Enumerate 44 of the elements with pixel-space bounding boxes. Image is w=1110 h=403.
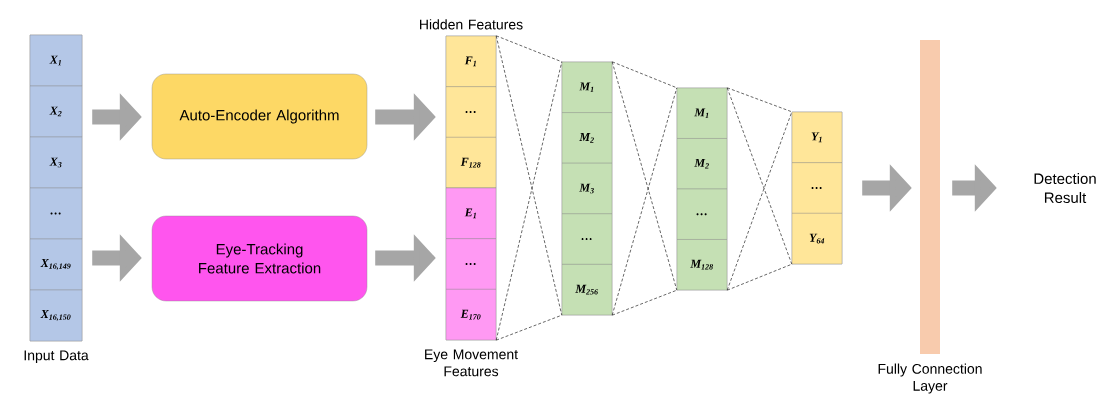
vector-cell: … <box>791 162 843 214</box>
node-label: Eye Movement Features <box>425 349 518 377</box>
dashed-line <box>611 289 678 316</box>
dashed-line <box>726 87 793 113</box>
vector-cell: X$_{16,149}$ <box>29 238 83 291</box>
vector-cell: M$_{256}$ <box>561 264 613 316</box>
vector-cell: E$_{170}$ <box>445 289 497 341</box>
vector-cell: E$_{1}$ <box>445 187 497 239</box>
vector-cell: X$_{16,150}$ <box>29 289 83 342</box>
vector-cell: M$_{1}$ <box>676 87 728 139</box>
dashed-line <box>726 87 793 265</box>
node-label: Hidden Features <box>420 19 523 30</box>
vector-cell: Y$_{64}$ <box>791 213 843 265</box>
vector-cell: X$_{3}$ <box>29 136 83 189</box>
vector-cell: X$_{1}$ <box>29 34 83 87</box>
dashed-line <box>495 61 563 341</box>
vector-cell: X$_{2}$ <box>29 85 83 138</box>
dashed-line <box>611 61 678 89</box>
dashed-line <box>726 111 793 291</box>
vector-cell: F$_{128}$ <box>445 137 497 189</box>
dashed-line <box>611 87 678 316</box>
vector-cell: … <box>445 86 497 138</box>
vector-cell: M$_{2}$ <box>676 138 728 190</box>
output-label: Detection Result <box>1034 173 1096 203</box>
process-box: Eye-Tracking Feature Extraction <box>151 215 368 302</box>
vector-cell: Y$_{1}$ <box>791 111 843 163</box>
dashed-line <box>495 35 563 316</box>
node-label: Input Data <box>24 350 89 364</box>
dashed-line <box>495 314 563 341</box>
vector-cell: … <box>445 238 497 290</box>
vector-cell: M$_{128}$ <box>676 239 728 291</box>
node-label: Fully Connection Layer <box>878 363 982 394</box>
dashed-line <box>495 35 563 63</box>
vector-cell: … <box>561 213 613 265</box>
vector-cell: M$_{2}$ <box>561 112 613 164</box>
vector-cell: F$_{1}$ <box>445 35 497 87</box>
process-box: Auto-Encoder Algorithm <box>151 73 368 160</box>
layer-bar: Fully Connection Layer <box>878 40 982 394</box>
vector-cell: … <box>29 187 83 240</box>
vector-cell: … <box>676 188 728 240</box>
vector-cell: M$_{1}$ <box>561 61 613 113</box>
vector-cell: M$_{3}$ <box>561 163 613 214</box>
dashed-line <box>726 263 793 291</box>
dashed-line <box>611 61 678 291</box>
